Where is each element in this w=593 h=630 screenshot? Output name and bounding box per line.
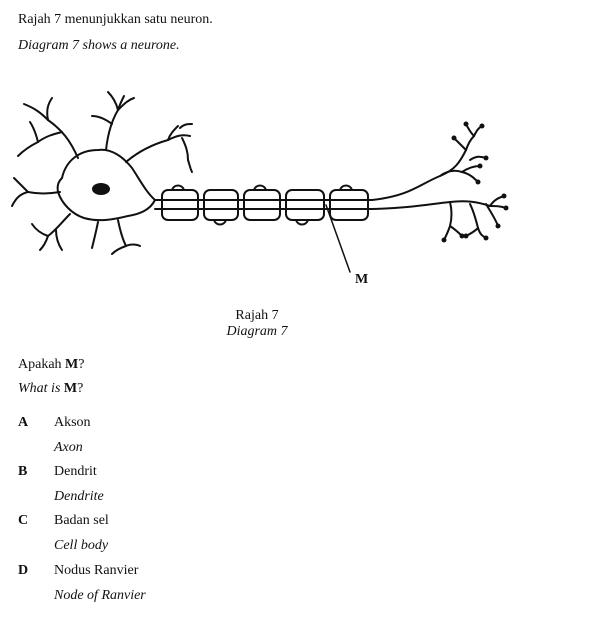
neuron-diagram [11,91,509,273]
option-b-letter[interactable]: B [18,464,28,479]
option-a-malay[interactable]: Akson [54,415,91,430]
nucleus [92,183,110,195]
question-english-prefix: What is [18,381,64,396]
option-c-letter[interactable]: C [18,513,29,528]
option-b-malay[interactable]: Dendrit [54,464,97,479]
question-malay: Apakah M? [18,357,84,373]
question-malay-suffix: ? [78,357,85,372]
intro-english: Diagram 7 shows a neurone. [18,38,180,53]
question-malay-m: M [65,357,79,372]
label-m: M [355,272,369,287]
option-c-english[interactable]: Cell body [54,538,109,553]
question-english: What is M? [18,381,83,397]
option-d-letter[interactable]: D [18,563,29,578]
dendrites [11,91,193,255]
option-a-english[interactable]: Axon [54,440,83,455]
option-c-malay[interactable]: Badan sel [54,513,109,528]
label-m-leader [325,204,351,273]
option-b-english[interactable]: Dendrite [54,489,104,504]
question-english-suffix: ? [77,381,84,396]
terminal-knobs [441,121,509,243]
diagram-caption-english: Diagram 7 [226,324,288,339]
option-d-english[interactable]: Node of Ranvier [54,588,146,603]
axon [154,149,491,211]
question-english-m: M [63,381,78,396]
option-d-malay[interactable]: Nodus Ranvier [54,563,139,578]
cell-body [56,148,156,222]
question-malay-prefix: Apakah [18,357,66,372]
option-a-letter[interactable]: A [18,415,29,430]
diagram-caption-malay: Rajah 7 [235,308,279,323]
intro-malay: Rajah 7 menunjukkan satu neuron. [18,12,213,27]
myelin-sheath [161,184,369,226]
axon-terminals [439,123,507,241]
